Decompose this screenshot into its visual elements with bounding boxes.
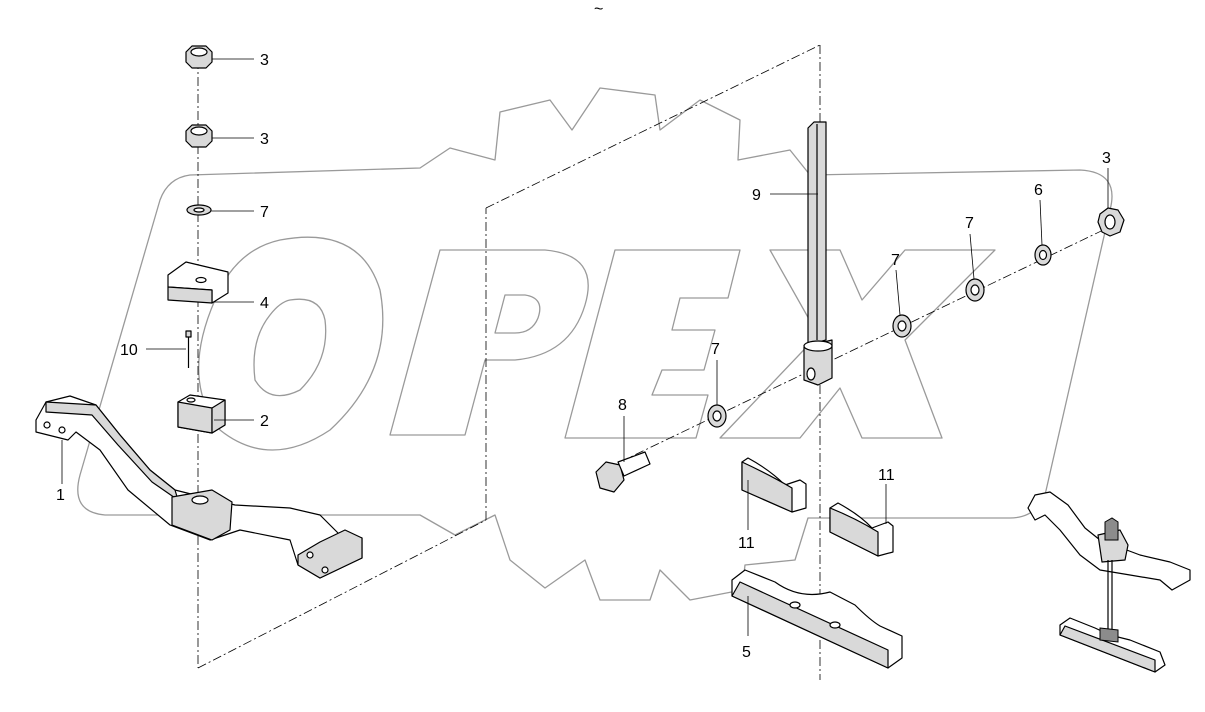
exploded-axes	[197, 44, 1121, 680]
callout-nut-second: 3	[212, 131, 269, 148]
callout-pad-left: 11	[738, 480, 755, 552]
callout-washer-6: 6	[1034, 182, 1043, 246]
callout-base-plate: 5	[742, 596, 751, 661]
opex-watermark	[77, 87, 1113, 601]
pad-left	[741, 457, 807, 513]
base-plate	[731, 569, 903, 669]
bolt-8	[595, 451, 651, 493]
beam-left	[35, 395, 363, 579]
svg-text:4: 4	[260, 295, 269, 312]
svg-text:5: 5	[742, 644, 751, 661]
svg-text:10: 10	[120, 342, 138, 359]
svg-text:7: 7	[260, 204, 269, 221]
washer-c	[965, 278, 985, 302]
nut-right	[1097, 207, 1125, 237]
watermark-letter-x	[719, 249, 996, 439]
callout-clamp-upper: 4	[213, 295, 269, 312]
washer-b	[892, 314, 912, 338]
svg-text:3: 3	[260, 52, 269, 69]
svg-text:7: 7	[711, 341, 720, 358]
svg-text:2: 2	[260, 413, 269, 430]
svg-text:11: 11	[738, 535, 755, 552]
callout-bolt-small: 10	[120, 342, 186, 359]
clamp-upper	[167, 261, 229, 304]
callout-bolt-8: 8	[618, 397, 627, 462]
callout-pad-right: 11	[878, 467, 895, 524]
pad-right	[829, 502, 894, 557]
callout-rod-9: 9	[752, 187, 818, 204]
washer-a	[707, 404, 727, 428]
callout-washer-c: 7	[965, 215, 975, 280]
svg-text:3: 3	[1102, 150, 1111, 167]
svg-text:6: 6	[1034, 182, 1043, 199]
axis-diagonal	[197, 519, 487, 669]
svg-text:11: 11	[878, 467, 895, 484]
bolt-small	[185, 330, 192, 368]
callout-nut-right: 3	[1102, 150, 1111, 208]
clamp-lower	[177, 394, 226, 434]
watermark-gear-outline	[77, 87, 1113, 601]
svg-text:7: 7	[891, 252, 900, 269]
watermark-letter-e	[564, 249, 741, 439]
callout-washer-left: 7	[211, 204, 269, 221]
top-mark: ~	[594, 1, 603, 18]
callout-washer-a: 7	[711, 341, 720, 405]
rod-9	[803, 121, 833, 386]
nut-top	[185, 45, 213, 69]
svg-text:7: 7	[965, 215, 974, 232]
callout-clamp-lower: 2	[214, 413, 269, 430]
nut-second	[185, 124, 213, 148]
watermark-letter-o	[198, 236, 384, 451]
washer-left	[186, 204, 212, 216]
watermark-letter-p	[389, 249, 589, 436]
svg-text:3: 3	[260, 131, 269, 148]
svg-text:9: 9	[752, 187, 761, 204]
callout-beam-left: 1	[56, 440, 65, 504]
assembled-view-inset	[1027, 491, 1191, 673]
callout-nut-top: 3	[212, 52, 269, 69]
callout-washer-b: 7	[891, 252, 901, 316]
washer-6	[1034, 244, 1052, 266]
svg-text:1: 1	[56, 487, 65, 504]
axis-upper-diagonal	[485, 44, 821, 209]
svg-text:8: 8	[618, 397, 627, 414]
